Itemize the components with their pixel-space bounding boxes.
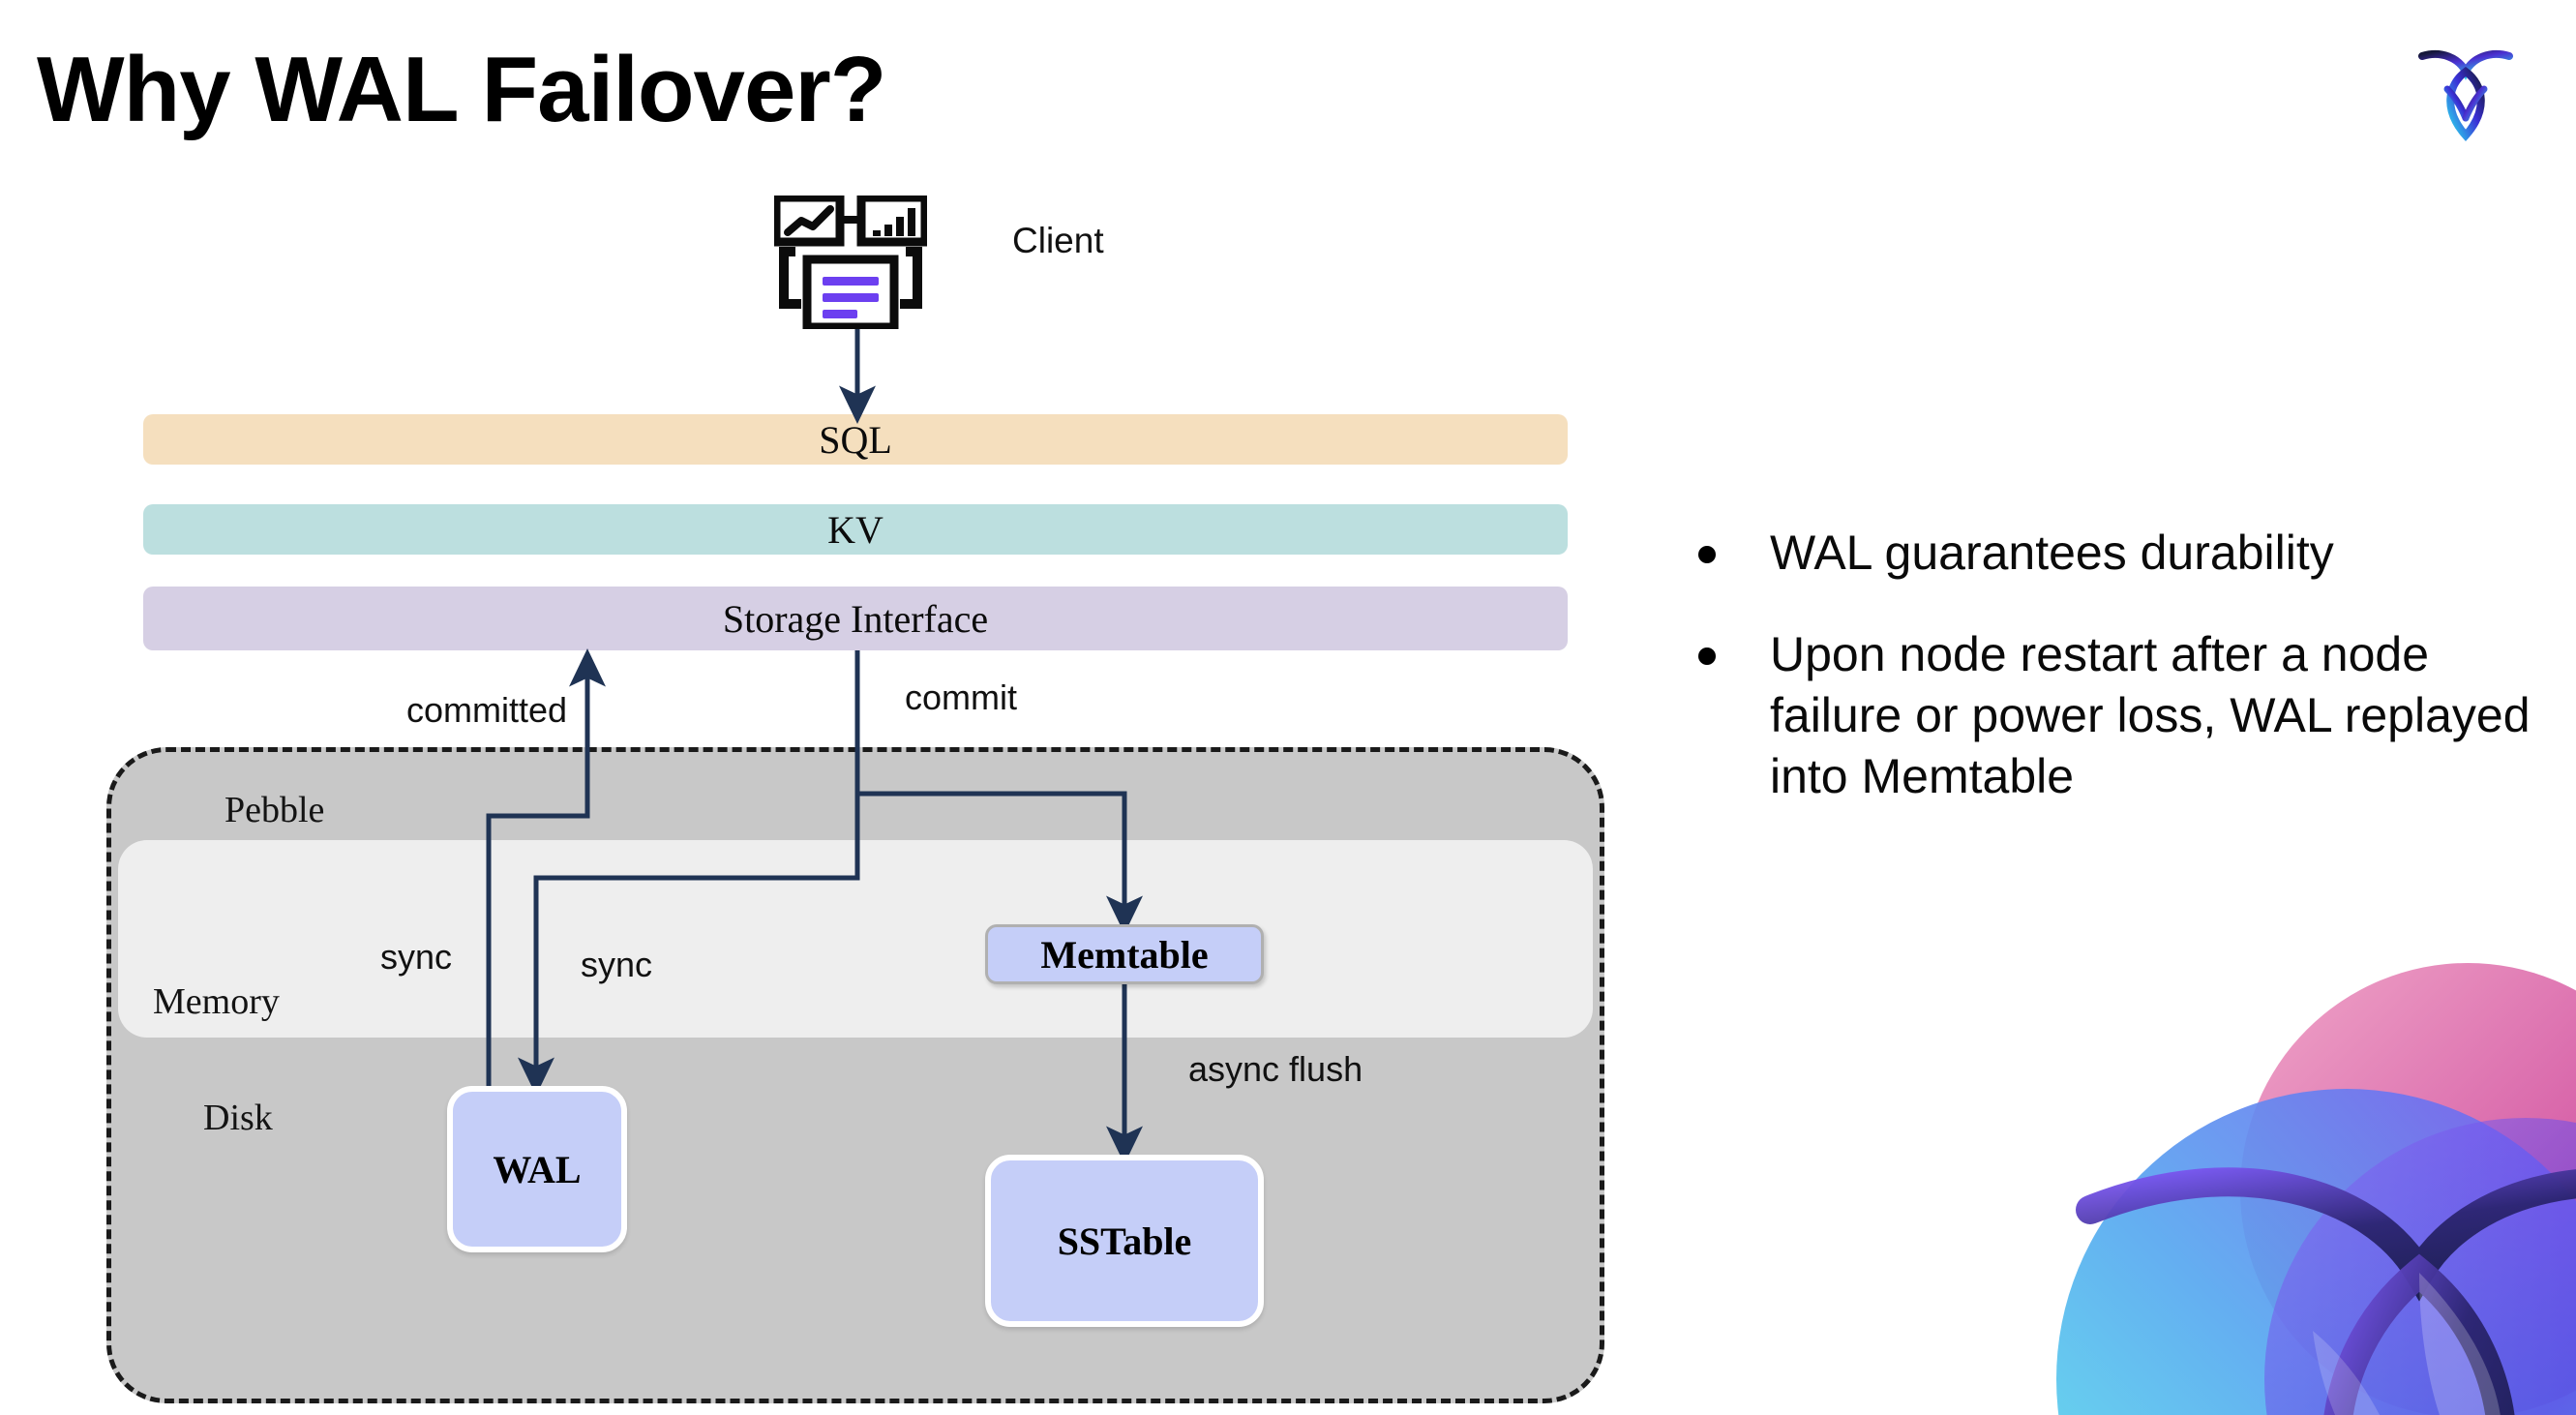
edge-label-sync-committed-path: sync xyxy=(380,937,453,977)
memory-region xyxy=(118,840,1593,1038)
node-wal: WAL xyxy=(447,1086,627,1252)
bullet-dot-icon xyxy=(1698,546,1716,563)
client-analytics-icon xyxy=(771,193,930,332)
edge-label-commit: commit xyxy=(905,677,1017,717)
layer-bar-sql: SQL xyxy=(143,414,1568,465)
layer-bar-kv: KV xyxy=(143,504,1568,555)
bullet-text: WAL guarantees durability xyxy=(1770,526,2334,580)
list-item: WAL guarantees durability xyxy=(1698,523,2550,584)
cockroachdb-logo-icon xyxy=(2409,29,2523,143)
layer-bar-storage-interface-label: Storage Interface xyxy=(722,596,989,641)
memory-label: Memory xyxy=(153,981,280,1022)
node-sstable: SSTable xyxy=(985,1155,1264,1327)
node-wal-label: WAL xyxy=(493,1147,582,1191)
edge-label-committed: committed xyxy=(406,690,568,730)
client-label: Client xyxy=(1012,221,1104,260)
node-memtable: Memtable xyxy=(985,924,1264,984)
layer-bar-storage-interface: Storage Interface xyxy=(143,587,1568,650)
bullet-text: Upon node restart after a node failure o… xyxy=(1770,627,2531,803)
page-title: Why WAL Failover? xyxy=(37,38,886,141)
bullet-list: WAL guarantees durability Upon node rest… xyxy=(1698,523,2550,848)
node-memtable-label: Memtable xyxy=(1040,932,1209,977)
list-item: Upon node restart after a node failure o… xyxy=(1698,624,2550,807)
pebble-label: Pebble xyxy=(225,790,325,830)
layer-bar-sql-label: SQL xyxy=(819,417,892,462)
node-sstable-label: SSTable xyxy=(1057,1219,1192,1263)
bullet-dot-icon xyxy=(1698,647,1716,665)
cockroachdb-watermark-decoration xyxy=(1945,924,2576,1415)
edge-label-sync-storage-path: sync xyxy=(581,945,653,984)
edge-label-async-flush: async flush xyxy=(1188,1049,1363,1089)
layer-bar-kv-label: KV xyxy=(827,507,884,552)
disk-label: Disk xyxy=(203,1098,273,1138)
